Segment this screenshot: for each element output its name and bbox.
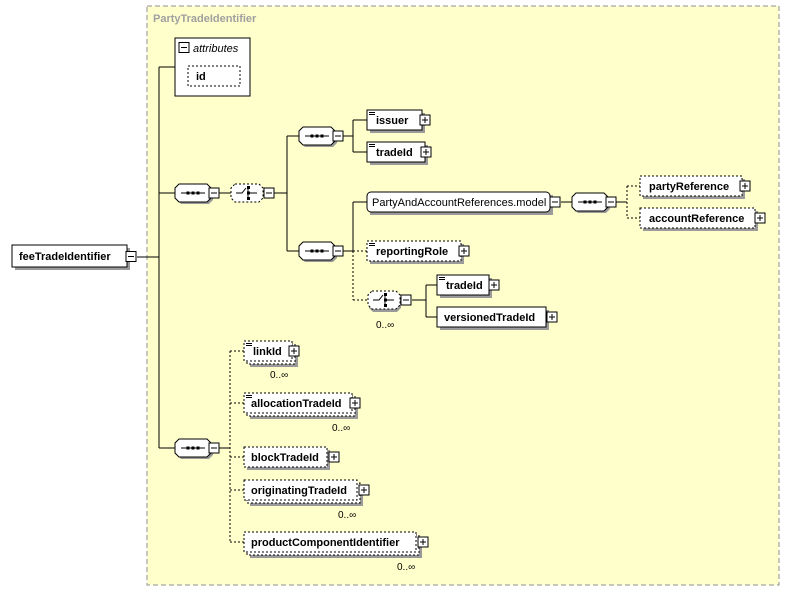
element-account-reference[interactable]: accountReference xyxy=(639,207,766,231)
expand-plus-icon[interactable] xyxy=(349,397,361,409)
sequence-compositor-icon[interactable] xyxy=(298,126,344,147)
element-block-trade-id[interactable]: blockTradeId xyxy=(243,446,340,470)
trade-id-2-label: tradeId xyxy=(446,280,483,292)
product-component-identifier-occurs: 0..∞ xyxy=(397,562,415,573)
collapse-minus-icon[interactable] xyxy=(178,42,190,53)
expand-plus-icon[interactable] xyxy=(288,345,300,357)
expand-plus-icon[interactable] xyxy=(419,114,431,126)
expand-plus-icon[interactable] xyxy=(358,484,370,496)
collapse-minus-icon[interactable] xyxy=(125,251,137,262)
expand-plus-icon[interactable] xyxy=(488,279,500,291)
group-title: PartyTradeIdentifier xyxy=(153,13,257,25)
collapse-minus-icon[interactable] xyxy=(400,294,412,306)
sequence-compositor-icon[interactable] xyxy=(174,183,220,204)
collapse-minus-icon[interactable] xyxy=(332,245,344,257)
element-icon xyxy=(369,144,375,147)
element-trade-id[interactable]: tradeId xyxy=(366,141,432,165)
allocation-trade-id-label: allocationTradeId xyxy=(251,398,341,410)
element-issuer[interactable]: issuer xyxy=(366,109,431,133)
collapse-minus-icon[interactable] xyxy=(208,442,220,454)
root-element-fee-trade-identifier[interactable]: feeTradeIdentifier xyxy=(11,244,137,270)
collapse-minus-icon[interactable] xyxy=(549,196,561,208)
reporting-role-label: reportingRole xyxy=(376,246,448,258)
group-ref-party-and-account-references[interactable]: PartyAndAccountReferences.model xyxy=(366,191,561,215)
element-versioned-trade-id[interactable]: versionedTradeId xyxy=(436,306,558,330)
element-party-reference[interactable]: partyReference xyxy=(639,175,751,199)
choice-occurs: 0..∞ xyxy=(376,320,394,331)
sequence-compositor-icon[interactable] xyxy=(174,438,220,459)
element-icon xyxy=(246,395,252,398)
block-trade-id-label: blockTradeId xyxy=(251,452,319,464)
choice-compositor-icon[interactable] xyxy=(230,183,275,203)
element-trade-id-2[interactable]: tradeId xyxy=(436,274,500,298)
expand-plus-icon[interactable] xyxy=(417,536,429,548)
element-product-component-identifier[interactable]: productComponentIdentifier xyxy=(243,531,429,558)
account-reference-label: accountReference xyxy=(649,213,744,225)
collapse-minus-icon[interactable] xyxy=(208,187,220,199)
attribute-id-label: id xyxy=(196,71,206,83)
originating-trade-id-label: originatingTradeId xyxy=(251,485,347,497)
link-id-label: linkId xyxy=(253,346,282,358)
link-id-occurs: 0..∞ xyxy=(270,370,288,381)
issuer-label: issuer xyxy=(376,115,409,127)
expand-plus-icon[interactable] xyxy=(458,245,470,257)
versioned-trade-id-label: versionedTradeId xyxy=(444,312,535,324)
trade-id-label: tradeId xyxy=(376,147,413,159)
choice-compositor-icon[interactable] xyxy=(367,290,412,312)
attribute-id-box[interactable] xyxy=(187,65,241,87)
expand-plus-icon[interactable] xyxy=(328,451,340,463)
collapse-minus-icon[interactable] xyxy=(332,130,344,142)
sequence-compositor-icon[interactable] xyxy=(298,241,344,262)
party-reference-label: partyReference xyxy=(649,181,729,193)
element-icon xyxy=(369,112,375,115)
originating-trade-id-occurs: 0..∞ xyxy=(338,510,356,521)
element-originating-trade-id[interactable]: originatingTradeId xyxy=(243,479,370,506)
sequence-compositor-icon[interactable] xyxy=(571,192,617,213)
connectors xyxy=(137,66,640,543)
collapse-minus-icon[interactable] xyxy=(263,187,275,199)
element-reporting-role[interactable]: reportingRole xyxy=(366,240,470,264)
element-icon xyxy=(246,343,252,346)
element-icon xyxy=(439,277,445,280)
allocation-trade-id-occurs: 0..∞ xyxy=(332,423,350,434)
product-component-identifier-label: productComponentIdentifier xyxy=(251,537,400,549)
element-allocation-trade-id[interactable]: allocationTradeId xyxy=(243,392,361,419)
attributes-label: attributes xyxy=(193,43,239,55)
group-ref-label: PartyAndAccountReferences.model xyxy=(372,197,546,209)
expand-plus-icon[interactable] xyxy=(420,146,432,158)
collapse-minus-icon[interactable] xyxy=(605,196,617,208)
element-link-id[interactable]: linkId xyxy=(243,340,300,367)
expand-plus-icon[interactable] xyxy=(739,180,751,192)
attributes-box: attributes id xyxy=(174,37,251,97)
expand-plus-icon[interactable] xyxy=(546,311,558,323)
root-element-label: feeTradeIdentifier xyxy=(19,251,111,263)
element-icon xyxy=(369,243,375,246)
expand-plus-icon[interactable] xyxy=(754,212,766,224)
